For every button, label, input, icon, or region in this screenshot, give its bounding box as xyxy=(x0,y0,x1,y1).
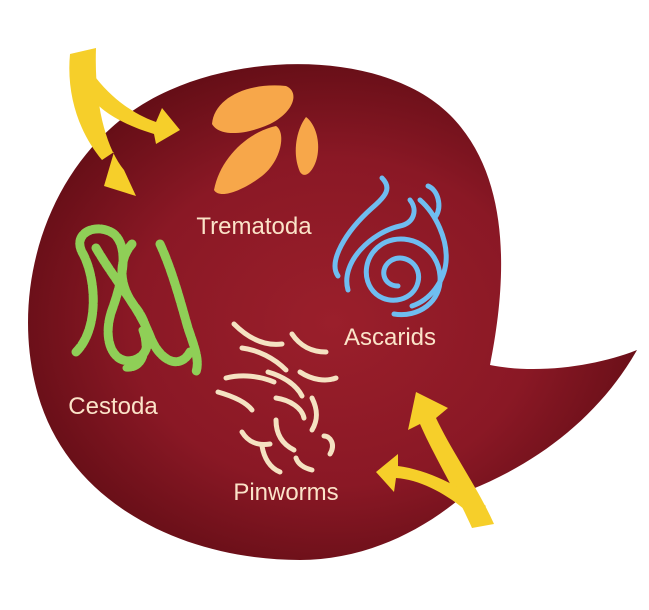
top-left-arrow-icon xyxy=(69,48,180,196)
trematoda-label: Trematoda xyxy=(196,213,312,240)
diagram-blob xyxy=(28,64,638,561)
flatworm-leaves-icon xyxy=(212,85,319,195)
coiled-roundworm-icon xyxy=(332,175,449,318)
cestoda-label: Cestoda xyxy=(68,393,158,420)
pinworms-label: Pinworms xyxy=(233,479,338,506)
tapeworm-chain-icon xyxy=(71,224,202,377)
ascarids-label: Ascarids xyxy=(344,324,436,351)
bottom-right-arrow-icon xyxy=(376,392,494,528)
scattered-threadworms-icon xyxy=(215,321,339,475)
